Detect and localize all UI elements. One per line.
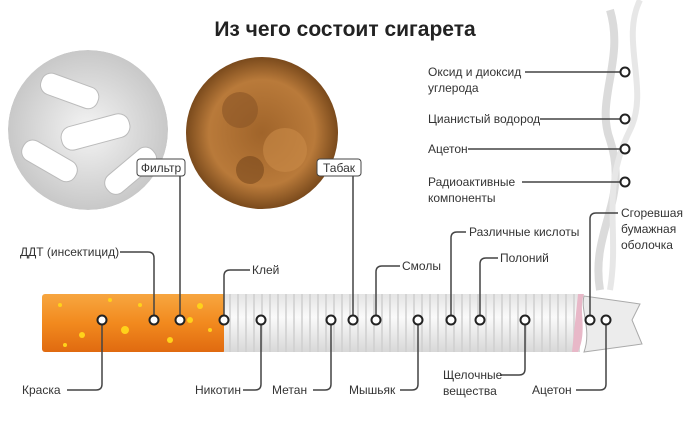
smoke-label-acetone: Ацетон — [428, 142, 468, 156]
label-burnt-paper-1: Сгоревшая — [621, 206, 683, 220]
label-polonium: Полоний — [500, 251, 549, 265]
filter-segment — [42, 294, 226, 352]
filter-label: Фильтр — [141, 161, 182, 175]
burnt-end — [582, 295, 643, 353]
label-alkali-2: вещества — [443, 384, 497, 398]
label-arsenic: Мышьяк — [349, 383, 396, 397]
label-burnt-paper-3: оболочка — [621, 238, 673, 252]
smoke — [594, 0, 643, 291]
cigarette — [42, 294, 643, 353]
smoke-label-hcn: Цианистый водород — [428, 112, 540, 126]
filter-label-box — [136, 158, 186, 177]
label-burnt-paper-2: бумажная — [621, 222, 676, 236]
label-acetone: Ацетон — [532, 383, 572, 397]
smoke-label-radioactive-2: компоненты — [428, 191, 496, 205]
tobacco-photo — [186, 57, 338, 209]
label-ddt: ДДТ (инсектицид) — [20, 245, 119, 259]
label-alkali-1: Щелочные — [443, 368, 503, 382]
label-glue: Клей — [252, 263, 279, 277]
label-acids: Различные кислоты — [469, 225, 579, 239]
tobacco-label: Табак — [323, 161, 356, 175]
label-tar: Смолы — [402, 259, 441, 273]
label-nicotine: Никотин — [195, 383, 241, 397]
smoke-label-co: Оксид и диоксид — [428, 65, 521, 79]
connector-lines — [67, 71, 625, 391]
page-title: Из чего состоит сигарета — [214, 18, 476, 41]
filter-spots — [58, 298, 212, 347]
label-methane: Метан — [272, 383, 307, 397]
smoke-label-radioactive: Радиоактивные — [428, 175, 516, 189]
tobacco-label-box — [316, 158, 362, 177]
component-dots — [96, 66, 631, 326]
label-dye: Краска — [22, 383, 61, 397]
filter-photo — [8, 50, 168, 210]
smoke-label-co-2: углерода — [428, 81, 479, 95]
